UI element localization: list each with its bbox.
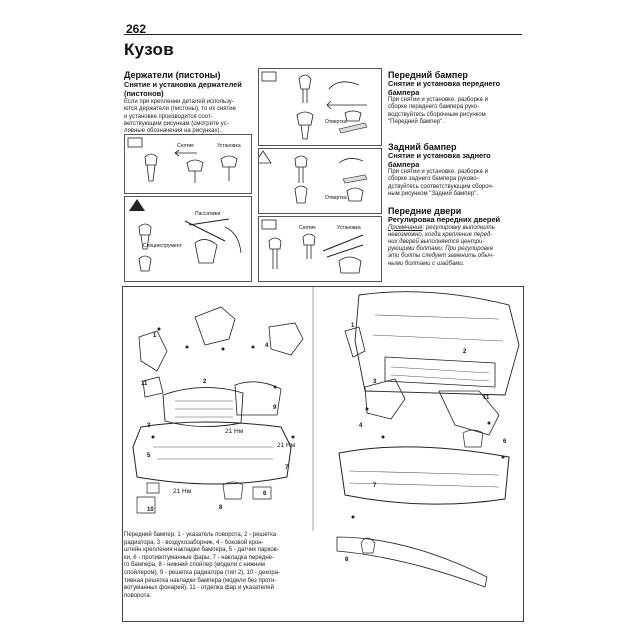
part-number: 10 [147, 507, 154, 513]
front-bumper-text-line: "Передний бампер". [388, 118, 444, 125]
caption-line: Передний бампер. 1 - указатель поворота,… [124, 532, 277, 538]
torque-label: 21 Нм [225, 428, 244, 435]
front-doors-note-line: рующими болтами. При регулировке [388, 246, 494, 253]
front-doors-note-text: : регулировку выполнить [422, 224, 495, 231]
retainer-diagram-b: Снятие Установка [124, 134, 252, 194]
front-doors-note-line: невозможно, когда крепление перед- [388, 231, 493, 238]
screwdriver-label-c: Отвертка [325, 195, 347, 201]
front-bumper-exploded-art: 1 2 3 4 5 6 7 8 9 10 11 1 2 3 4 6 7 11 8… [132, 287, 520, 588]
front-bumper-subheading: Снятие и установка переднего бампера [388, 79, 501, 97]
rear-bumper-section: Задний бампер Снятие и установка заднего… [388, 142, 520, 198]
caption-line: спойлером), 9 - решетка радиатора (тип 2… [124, 569, 281, 576]
retainers-text: Если при креплении деталей использу- ютс… [124, 99, 252, 135]
part-number: 4 [359, 423, 363, 429]
rear-bumper-subheading: Снятие и установка заднего бампера [388, 151, 491, 169]
pliers-label: Пассатижи [195, 211, 220, 217]
front-doors-note-line: них дверей выполняется центри- [388, 239, 485, 245]
retainers-heading: Держатели (пистоны) [124, 70, 221, 80]
caption-line: поворота. [124, 592, 152, 599]
caption-line: радиатора, 3 - воздухозаборник, 4 - боко… [124, 539, 264, 546]
part-number: 4 [265, 343, 269, 349]
caption-line: штейн крепления накладки бампера, 5 - да… [124, 547, 279, 554]
caption-line: ки, 6 - противотуманные фары, 7 - наклад… [124, 554, 274, 561]
removal-label-e: Снятие [299, 225, 316, 231]
front-bumper-exploded-diagram: 1 2 3 4 5 6 7 8 9 10 11 1 2 3 4 6 7 11 8… [122, 286, 524, 622]
retainer-diagram-a-art: Отвертка [261, 71, 368, 140]
rear-bumper-text: При снятии и установке, разборке и сборк… [388, 169, 520, 198]
retainers-text-line: ветствующим рисункам (смотрите ус- [124, 120, 229, 127]
retainers-text-line: ются держатели (пистоны), то их снятие [124, 106, 236, 113]
figure-caption: Передний бампер. 1 - указатель поворота,… [124, 532, 306, 600]
part-number: 11 [141, 381, 148, 387]
part-number: 2 [203, 379, 207, 385]
front-bumper-text: При снятии и установке, разборке и сборк… [388, 97, 520, 126]
front-doors-note-line: эти болты следует заменить обыч- [388, 253, 495, 260]
front-doors-note-line: ными болтами с шайбами. [388, 260, 465, 267]
retainer-diagram-d-art: Пассатижи Специнструмент [129, 199, 242, 272]
retainer-diagram-c-art: Отвертка [259, 150, 368, 204]
screwdriver-label: Отвертка [325, 119, 347, 125]
page-number: 262 [126, 22, 147, 36]
retainers-text-line: и установке производится соот- [124, 113, 213, 120]
rear-bumper-heading: Задний бампер [388, 142, 457, 152]
torque-label: 21 Нм [173, 488, 192, 495]
retainer-diagram-e: Снятие Установка [258, 216, 382, 282]
part-number: 7 [285, 465, 289, 471]
part-number: 9 [273, 405, 277, 411]
part-number: 5 [147, 453, 151, 459]
front-bumper-heading: Передний бампер [388, 70, 468, 80]
installation-label-b: Установка [217, 143, 241, 149]
part-number: 8 [345, 557, 349, 563]
retainers-subheading: Снятие и установка держателей (пистонов) [124, 80, 242, 98]
part-number: 1 [153, 333, 157, 339]
retainers-text-line: Если при креплении деталей использу- [124, 99, 234, 106]
note-label: Примечание [388, 224, 423, 231]
retainer-diagram-b-art: Снятие Установка [127, 137, 241, 183]
front-bumper-text-line: сборке переднего бампера руко- [388, 104, 480, 111]
torque-label: 21 Нм [277, 442, 296, 449]
rear-bumper-text-line: При снятии и установке, разборке и [388, 169, 488, 176]
part-number: 3 [373, 379, 377, 385]
part-number: 6 [503, 439, 507, 445]
retainer-diagram-a: Отвертка [258, 68, 382, 146]
front-bumper-section: Передний бампер Снятие и установка перед… [388, 70, 520, 126]
part-number: 1 [351, 323, 355, 329]
front-doors-heading: Передние двери [388, 206, 462, 216]
part-number: 7 [373, 483, 377, 489]
part-number: 2 [463, 349, 467, 355]
retainer-diagram-e-art: Снятие Установка [261, 219, 364, 274]
part-number: 6 [263, 491, 267, 497]
part-number: 3 [147, 423, 151, 429]
retainers-text-line: ловные обозначения на рисунках). [124, 128, 222, 134]
retainer-diagram-c: Отвертка [258, 148, 382, 214]
front-bumper-text-line: водствуйтесь сборочным рисунком [388, 111, 486, 118]
rear-bumper-text-line: дствуйтесь соответствующим сбороч- [388, 183, 494, 190]
removal-label-b: Снятие [177, 143, 194, 149]
part-number: 11 [483, 395, 490, 401]
caption-line: вотуманных фонарей), 11 - отделка фар и … [124, 585, 274, 592]
front-doors-section: Передние двери Регулировка передних двер… [388, 206, 520, 268]
caption-line: тивная решетка накладки бампера (модели … [124, 577, 277, 584]
part-number: 8 [219, 505, 223, 511]
retainers-section: Держатели (пистоны) Снятие и установка д… [124, 70, 252, 135]
installation-label-e: Установка [337, 225, 361, 231]
special-tool-label: Специнструмент [143, 243, 182, 249]
caption-line: го бампера, 8 - нижний спойлер (модели с… [124, 562, 265, 569]
front-doors-note: Примечание: регулировку выполнить невозм… [388, 225, 520, 268]
header-rule [124, 34, 522, 35]
front-doors-note-line: Примечание: регулировку выполнить [388, 225, 520, 232]
chapter-title: Кузов [124, 40, 174, 59]
rear-bumper-text-line: сборке заднего бампера руково- [388, 176, 479, 183]
retainer-diagram-d: Пассатижи Специнструмент [124, 196, 252, 282]
front-bumper-text-line: При снятии и установке, разборке и [388, 97, 488, 104]
rear-bumper-text-line: ным рисунком "Задний бампер". [388, 190, 478, 197]
front-doors-subheading: Регулировка передних дверей [388, 215, 501, 224]
